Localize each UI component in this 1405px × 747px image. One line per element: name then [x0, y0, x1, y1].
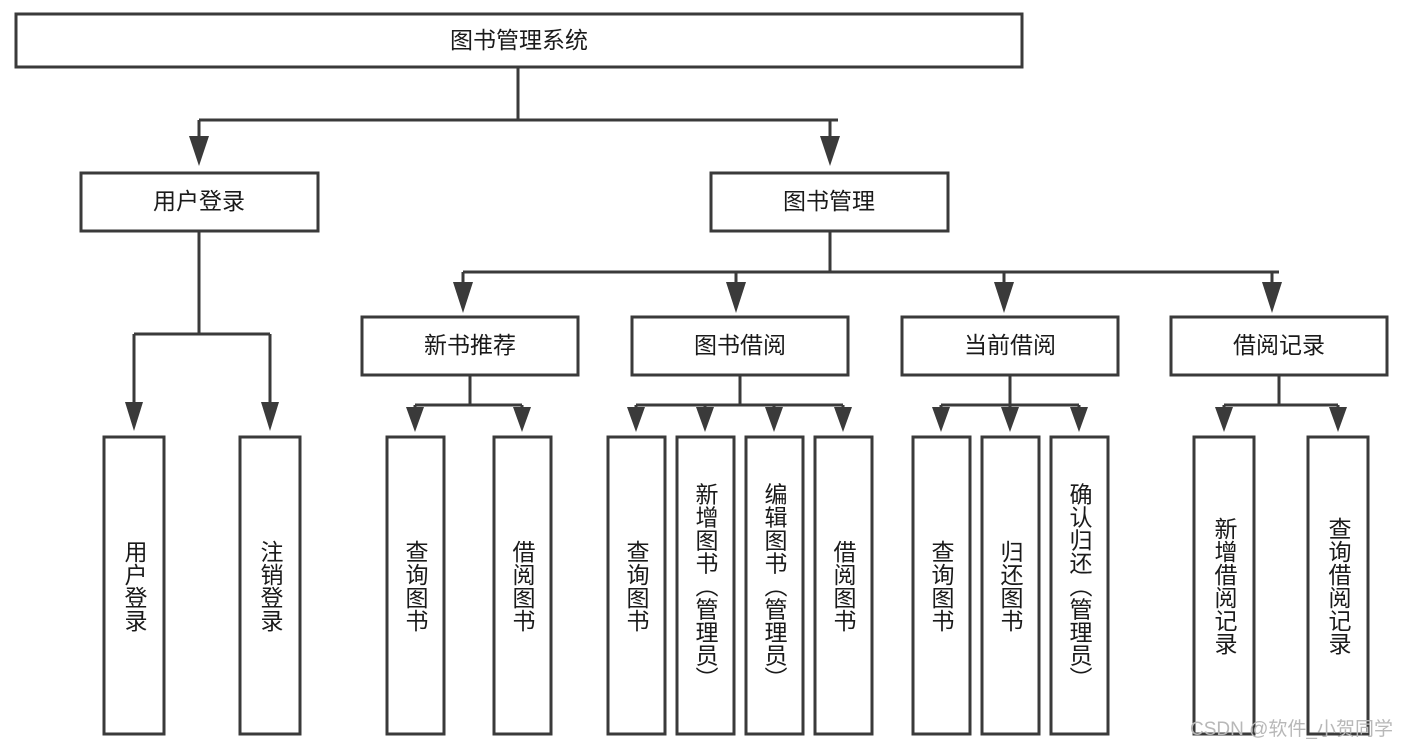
node-leaf-query-book-2-box[interactable]	[606, 435, 667, 736]
arrowhead-new-book-rec	[453, 282, 473, 313]
node-leaf-add-record-box[interactable]	[1192, 435, 1256, 736]
node-leaf-query-book-3[interactable]: 查询图书	[911, 435, 972, 736]
node-leaf-confirm-return-label: 确认归还（管理员）	[1066, 483, 1093, 690]
node-leaf-query-record[interactable]: 查询借阅记录	[1306, 435, 1370, 736]
node-leaf-query-record-label: 查询借阅记录	[1325, 517, 1352, 655]
arrowhead-leaf-query-book-1	[406, 407, 424, 432]
node-leaf-confirm-return-box[interactable]	[1049, 435, 1110, 736]
node-new-book-rec[interactable]: 新书推荐	[360, 315, 580, 377]
node-current-borrow-label: 当前借阅	[964, 332, 1056, 358]
arrowhead-leaf-user-login	[125, 402, 143, 431]
node-leaf-edit-book-label: 编辑图书（管理员）	[761, 483, 788, 690]
node-leaf-query-book-1-label: 查询图书	[402, 540, 429, 632]
node-leaf-user-login[interactable]: 用户登录	[102, 435, 166, 736]
node-current-borrow[interactable]: 当前借阅	[900, 315, 1120, 377]
node-leaf-query-book-3-box[interactable]	[911, 435, 972, 736]
node-leaf-user-login-box[interactable]	[102, 435, 166, 736]
node-leaf-query-book-2-label: 查询图书	[623, 540, 650, 632]
node-new-book-rec-box[interactable]	[360, 315, 580, 377]
node-root[interactable]: 图书管理系统	[14, 12, 1024, 69]
connector-new-book-rec-to-leaves	[406, 375, 531, 432]
arrowhead-leaf-borrow-book-2	[834, 407, 852, 432]
arrowhead-leaf-add-record	[1215, 407, 1233, 432]
connector-book-manage-to-level3	[453, 231, 1282, 313]
node-leaf-query-book-3-label: 查询图书	[928, 540, 955, 632]
node-borrow-record-box[interactable]	[1169, 315, 1389, 377]
node-book-borrow[interactable]: 图书借阅	[630, 315, 850, 377]
node-leaf-query-book-1-box[interactable]	[385, 435, 446, 736]
node-leaf-return-book-label: 归还图书	[997, 540, 1024, 632]
arrowhead-leaf-confirm-return	[1070, 407, 1088, 432]
node-new-book-rec-label: 新书推荐	[424, 332, 516, 358]
node-book-manage[interactable]: 图书管理	[709, 171, 950, 233]
node-leaf-logout[interactable]: 注销登录	[238, 435, 302, 736]
node-leaf-query-book-1[interactable]: 查询图书	[385, 435, 446, 736]
connector-root-to-level2	[189, 67, 840, 166]
node-leaf-borrow-book-1-label: 借阅图书	[509, 540, 536, 632]
arrowhead-book-borrow	[726, 282, 746, 313]
node-leaf-edit-book-box[interactable]	[744, 435, 805, 736]
arrowhead-leaf-edit-book	[765, 407, 783, 432]
connector-user-login-to-leaves	[125, 231, 279, 431]
node-leaf-confirm-return[interactable]: 确认归还（管理员）	[1049, 435, 1110, 736]
node-leaf-add-book-label: 新增图书（管理员）	[692, 483, 719, 690]
node-leaf-edit-book[interactable]: 编辑图书（管理员）	[744, 435, 805, 736]
node-leaf-borrow-book-2-box[interactable]	[813, 435, 874, 736]
node-leaf-add-book-box[interactable]	[675, 435, 736, 736]
arrowhead-leaf-return-book	[1001, 407, 1019, 432]
node-leaf-logout-box[interactable]	[238, 435, 302, 736]
csdn-watermark: CSDN @软件_小贺同学	[1190, 719, 1393, 740]
node-book-borrow-box[interactable]	[630, 315, 850, 377]
node-leaf-add-record-label: 新增借阅记录	[1211, 517, 1238, 655]
node-user-login[interactable]: 用户登录	[79, 171, 320, 233]
arrowhead-leaf-query-book-2	[627, 407, 645, 432]
arrowhead-leaf-query-book-3	[932, 407, 950, 432]
connector-borrow-record-to-leaves	[1215, 375, 1347, 432]
node-leaf-borrow-book-1-box[interactable]	[492, 435, 553, 736]
node-leaf-borrow-book-1[interactable]: 借阅图书	[492, 435, 553, 736]
node-borrow-record-label: 借阅记录	[1233, 332, 1325, 358]
node-user-login-box[interactable]	[79, 171, 320, 233]
node-book-manage-box[interactable]	[709, 171, 950, 233]
node-leaf-return-book-box[interactable]	[980, 435, 1041, 736]
connector-book-borrow-to-leaves	[627, 375, 852, 432]
node-user-login-label: 用户登录	[153, 188, 245, 214]
arrowhead-leaf-query-record	[1329, 407, 1347, 432]
node-leaf-borrow-book-2-label: 借阅图书	[830, 540, 857, 632]
node-leaf-logout-label: 注销登录	[257, 540, 284, 632]
node-leaf-add-book[interactable]: 新增图书（管理员）	[675, 435, 736, 736]
node-leaf-user-login-label: 用户登录	[121, 540, 148, 632]
connector-current-borrow-to-leaves	[932, 375, 1088, 432]
node-current-borrow-box[interactable]	[900, 315, 1120, 377]
arrowhead-user-login	[189, 136, 209, 166]
node-leaf-add-record[interactable]: 新增借阅记录	[1192, 435, 1256, 736]
arrowhead-book-manage	[820, 136, 840, 166]
node-book-borrow-label: 图书借阅	[694, 332, 786, 358]
node-book-manage-label: 图书管理	[783, 188, 875, 214]
arrowhead-leaf-logout	[261, 402, 279, 431]
arrowhead-leaf-borrow-book-1	[513, 407, 531, 432]
arrowhead-borrow-record	[1262, 282, 1282, 313]
node-leaf-query-record-box[interactable]	[1306, 435, 1370, 736]
node-leaf-borrow-book-2[interactable]: 借阅图书	[813, 435, 874, 736]
arrowhead-current-borrow	[994, 282, 1014, 313]
node-root-label: 图书管理系统	[450, 27, 588, 53]
node-root-box[interactable]	[14, 12, 1024, 69]
arrowhead-leaf-add-book	[696, 407, 714, 432]
node-leaf-query-book-2[interactable]: 查询图书	[606, 435, 667, 736]
node-leaf-return-book[interactable]: 归还图书	[980, 435, 1041, 736]
node-borrow-record[interactable]: 借阅记录	[1169, 315, 1389, 377]
